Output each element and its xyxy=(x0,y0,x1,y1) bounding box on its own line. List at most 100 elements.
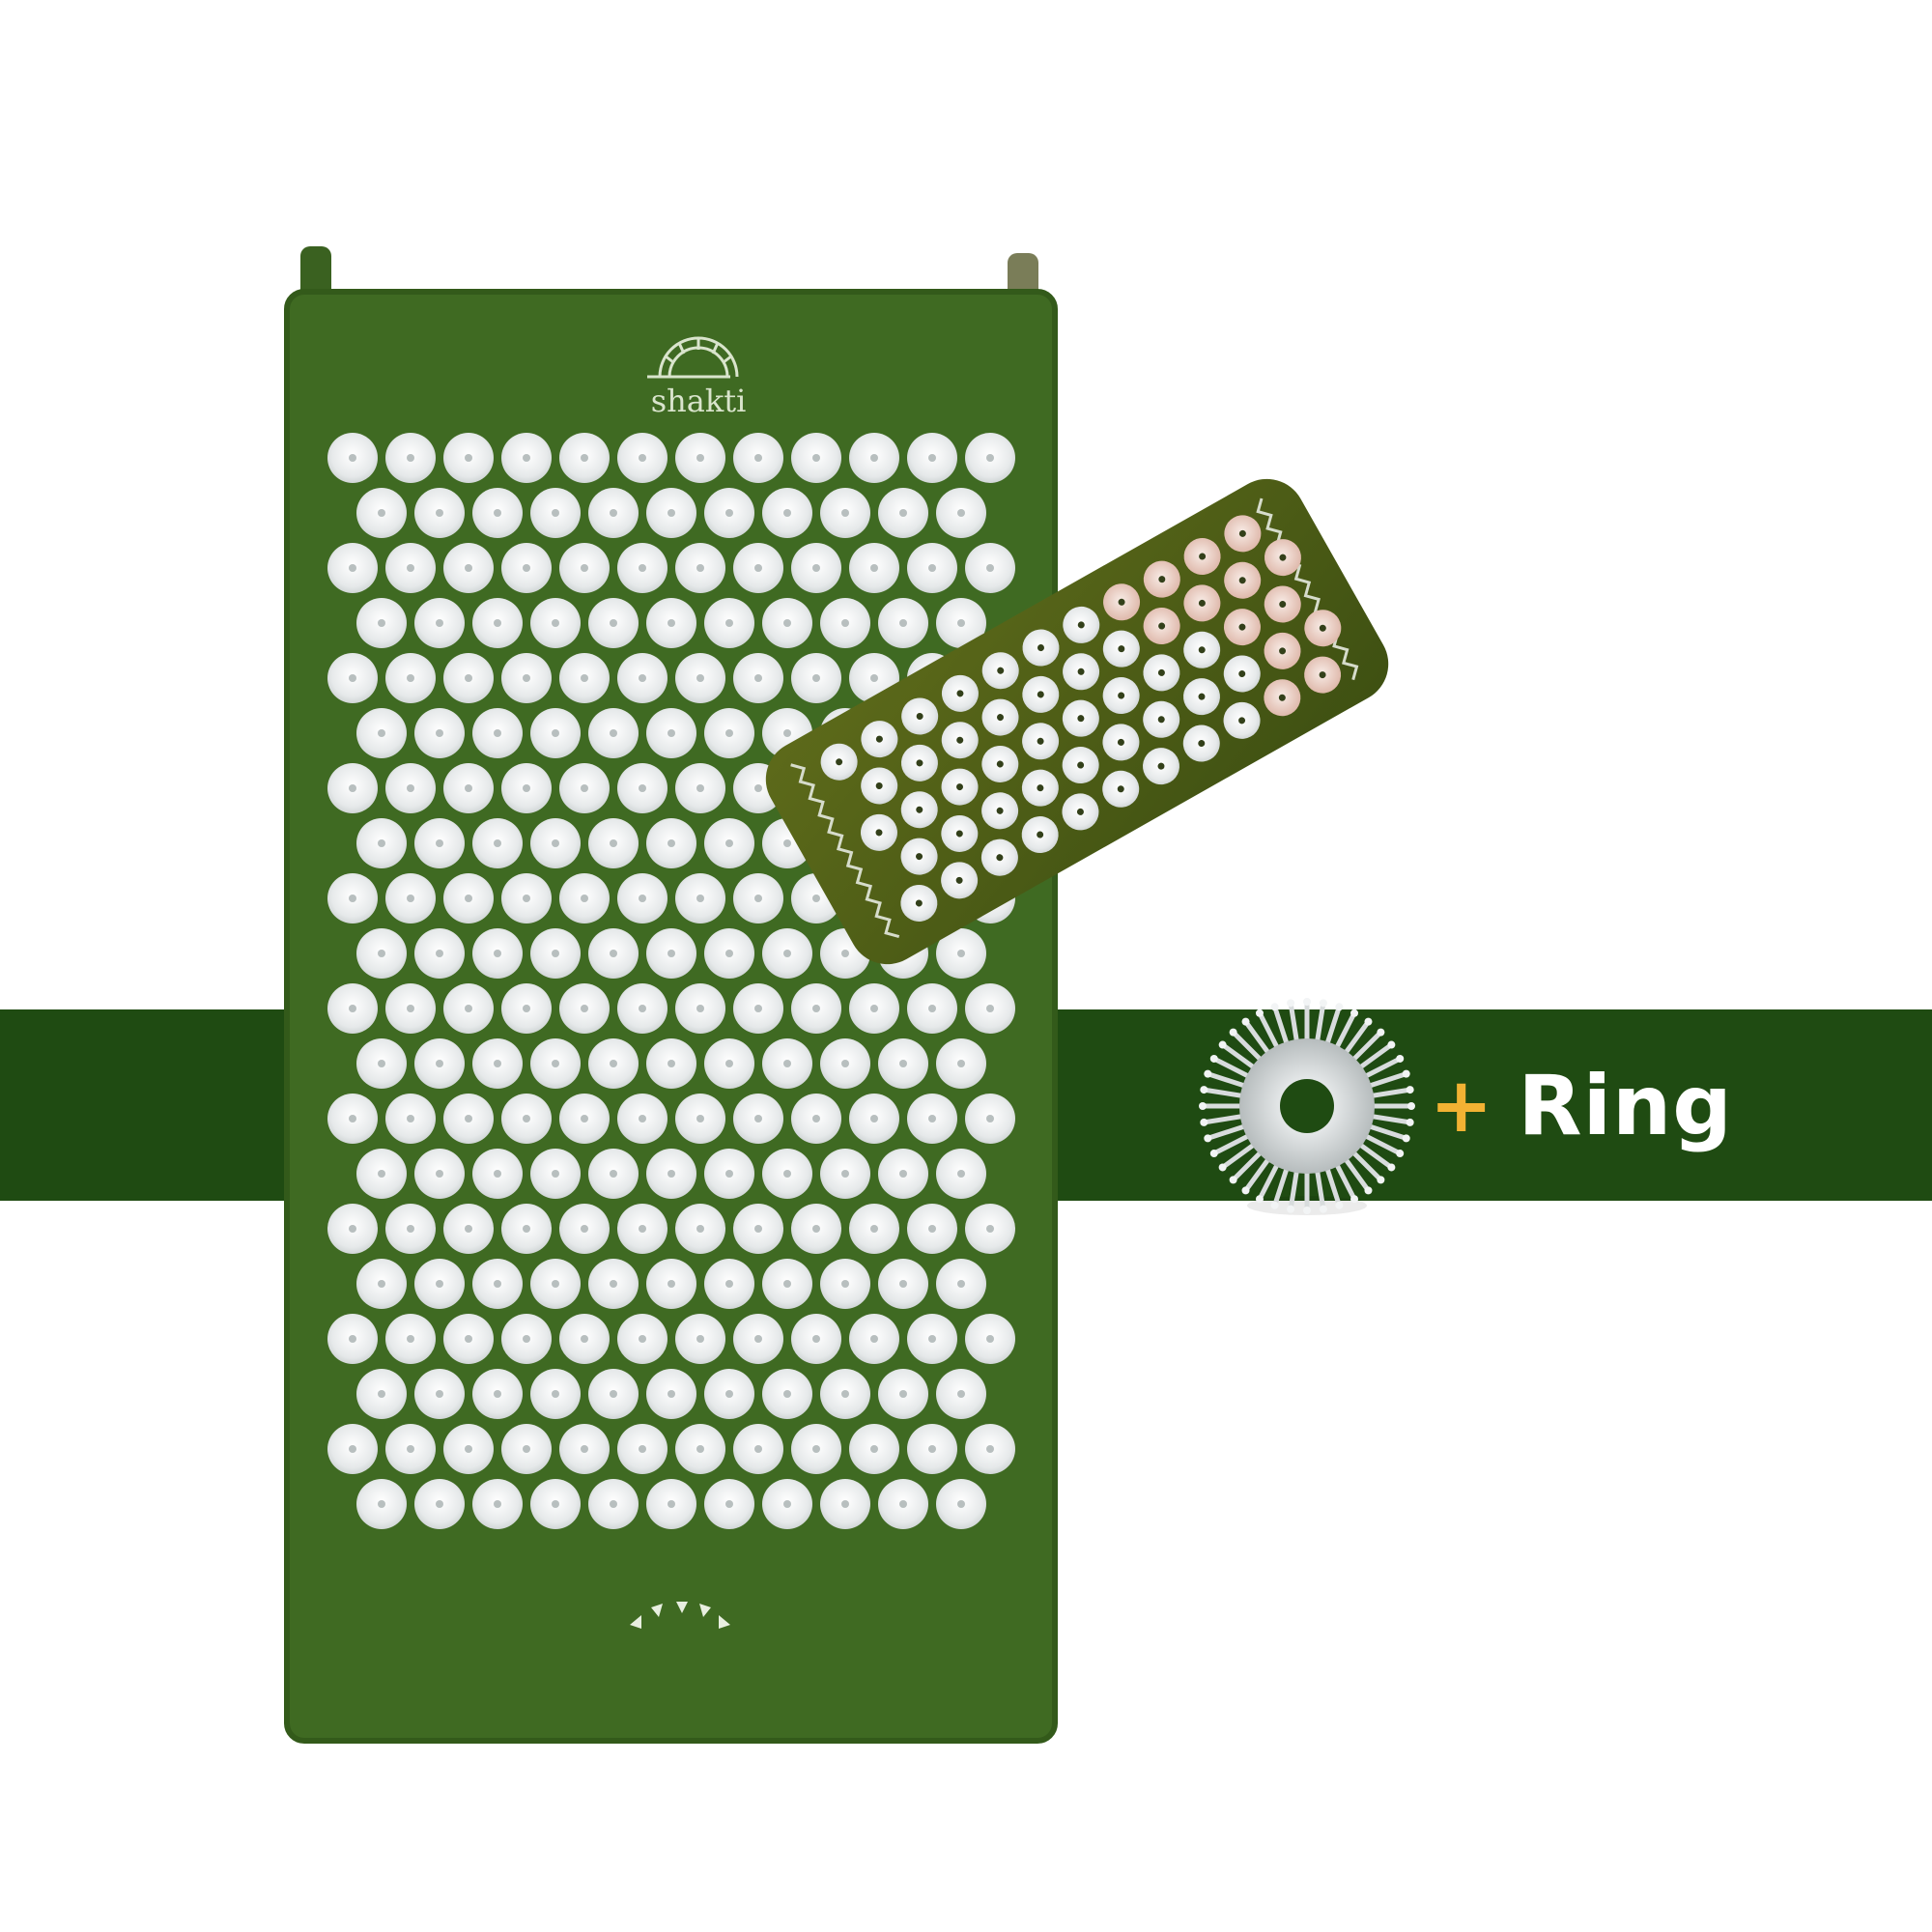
mat-flower xyxy=(820,1149,870,1199)
mat-flower xyxy=(733,653,783,703)
mat-flower xyxy=(385,983,436,1034)
pillow-flower xyxy=(1022,675,1060,713)
mat-flower xyxy=(617,873,668,923)
mat-flower xyxy=(820,488,870,538)
mat-flower-grid xyxy=(327,433,1015,1529)
pillow-flower xyxy=(900,791,938,829)
pillow-flower xyxy=(1264,632,1301,669)
mat-flower xyxy=(414,1259,465,1309)
mat-flower xyxy=(472,708,523,758)
mat-flower xyxy=(385,873,436,923)
mat-flower xyxy=(559,433,610,483)
addon-ring-label: Ring xyxy=(1518,1058,1733,1154)
pillow-flower xyxy=(1143,700,1180,738)
mat-flower xyxy=(936,598,986,648)
mat-flower xyxy=(791,1204,841,1254)
mat-flower xyxy=(878,1479,928,1529)
mat-flower xyxy=(588,1479,639,1529)
mat-flower xyxy=(733,983,783,1034)
mat-flower xyxy=(936,1479,986,1529)
mat-flower xyxy=(675,873,725,923)
mat-flower xyxy=(965,983,1015,1034)
mat-flower xyxy=(849,1424,899,1474)
mat-flower xyxy=(327,1094,378,1144)
pillow-flower xyxy=(1103,583,1141,621)
mat-flower xyxy=(356,708,407,758)
pillow-flower xyxy=(1264,539,1301,577)
mat-flower xyxy=(617,1424,668,1474)
mat-flower xyxy=(501,763,552,813)
mat-flower xyxy=(385,543,436,593)
mat-flower xyxy=(385,763,436,813)
pillow-flower xyxy=(1224,515,1262,553)
pillow-flower xyxy=(1102,724,1140,761)
mat-flower xyxy=(791,543,841,593)
mat-flower xyxy=(907,433,957,483)
mat-flower xyxy=(472,1038,523,1089)
mat-flower xyxy=(617,1094,668,1144)
mat-flower xyxy=(588,598,639,648)
mat-flower xyxy=(646,1259,696,1309)
mat-flower xyxy=(385,1094,436,1144)
mat-flower xyxy=(356,1479,407,1529)
pillow-flower xyxy=(1183,584,1221,622)
mat-flower xyxy=(646,1369,696,1419)
mat-flower xyxy=(733,1204,783,1254)
mat-flower xyxy=(443,873,494,923)
mat-flower xyxy=(646,1149,696,1199)
mat-flower xyxy=(559,1204,610,1254)
pillow-flower xyxy=(900,744,938,781)
mat-flower xyxy=(588,818,639,868)
mat-flower xyxy=(907,1314,957,1364)
mat-flower xyxy=(820,1038,870,1089)
pillow-seam-right xyxy=(1256,497,1359,681)
mat-flower xyxy=(385,1314,436,1364)
pillow-flower xyxy=(1143,654,1180,692)
pillow-flower xyxy=(1224,561,1262,599)
mat-flower xyxy=(762,1479,812,1529)
mat-flower xyxy=(559,653,610,703)
mat-flower xyxy=(385,1204,436,1254)
mat-flower xyxy=(327,1314,378,1364)
mat-flower xyxy=(356,488,407,538)
mat-flower xyxy=(675,983,725,1034)
pillow-flower xyxy=(861,767,898,805)
mat-flower xyxy=(414,598,465,648)
pillow-flower xyxy=(981,652,1019,690)
mat-flower xyxy=(472,928,523,979)
pillow-flower xyxy=(900,884,938,922)
mat-flower xyxy=(704,818,754,868)
pillow-flower xyxy=(1182,724,1220,762)
mat-flower xyxy=(907,1204,957,1254)
mat-flower xyxy=(965,1424,1015,1474)
sun-logo-icon xyxy=(647,336,739,379)
mat-flower xyxy=(472,1369,523,1419)
mat-flower xyxy=(762,1259,812,1309)
mat-flower xyxy=(704,1369,754,1419)
mat-flower xyxy=(443,433,494,483)
mat-flower xyxy=(356,1149,407,1199)
mat-flower xyxy=(501,983,552,1034)
mat-flower xyxy=(675,433,725,483)
mat-flower xyxy=(791,983,841,1034)
pillow-flower xyxy=(1102,677,1140,715)
mat-flower xyxy=(356,1038,407,1089)
mat-flower xyxy=(646,488,696,538)
mat-flower xyxy=(791,1314,841,1364)
mat-flower xyxy=(704,1259,754,1309)
pillow-flower xyxy=(820,743,858,781)
mat-flower xyxy=(762,1149,812,1199)
mat-flower xyxy=(965,433,1015,483)
pillow-flower xyxy=(860,813,897,851)
pillow-flower xyxy=(1102,770,1140,808)
mat-flower xyxy=(617,983,668,1034)
mat-flower xyxy=(327,1424,378,1474)
pillow-flower xyxy=(1062,793,1099,831)
pillow-flower xyxy=(941,814,979,852)
mat-flower xyxy=(385,433,436,483)
mat-flower xyxy=(820,1369,870,1419)
mat-flower xyxy=(849,433,899,483)
mat-flower xyxy=(327,543,378,593)
mat-flower xyxy=(472,1479,523,1529)
